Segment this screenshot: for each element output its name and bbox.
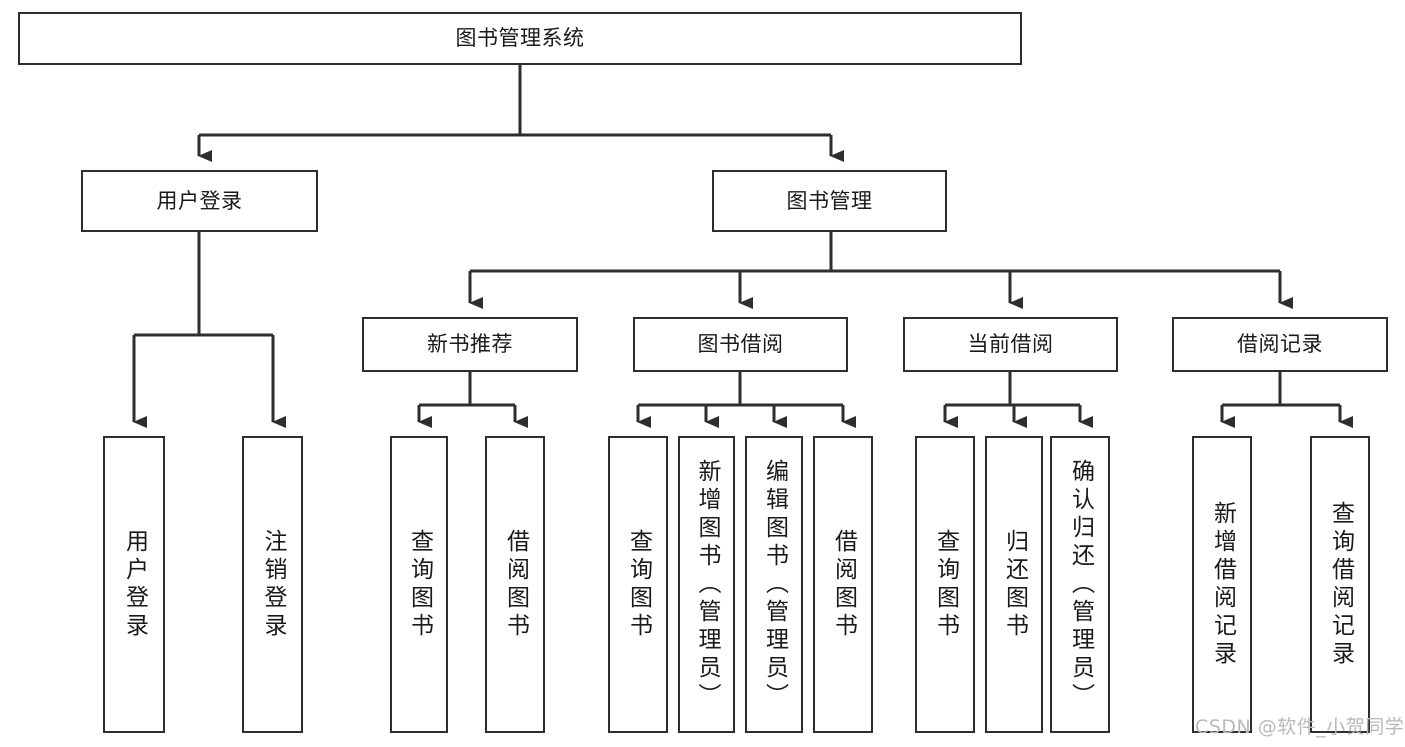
- node-leaf-return-book[interactable]: 归还图书: [985, 436, 1043, 733]
- node-label: 借阅图书: [502, 528, 529, 641]
- node-leaf-confirm-return[interactable]: 确认归还（管理员）: [1050, 436, 1110, 733]
- node-leaf-add-record[interactable]: 新增借阅记录: [1192, 436, 1252, 733]
- node-leaf-add-book[interactable]: 新增图书（管理员）: [678, 436, 735, 733]
- node-leaf-edit-book[interactable]: 编辑图书（管理员）: [745, 436, 803, 733]
- node-label: 用户登录: [156, 188, 243, 213]
- node-user-login[interactable]: 用户登录: [81, 170, 318, 232]
- node-label: 查询借阅记录: [1327, 500, 1354, 669]
- node-book-manage[interactable]: 图书管理: [712, 170, 947, 232]
- node-label: 查询图书: [932, 528, 959, 641]
- node-leaf-logout[interactable]: 注销登录: [242, 436, 303, 733]
- node-label: 借阅图书: [830, 528, 857, 641]
- node-label: 当前借阅: [967, 332, 1054, 357]
- node-root-system[interactable]: 图书管理系统: [18, 12, 1022, 65]
- node-label: 新增借阅记录: [1209, 500, 1236, 669]
- node-leaf-query-book-2[interactable]: 查询图书: [608, 436, 668, 733]
- node-borrow-record[interactable]: 借阅记录: [1172, 317, 1388, 372]
- node-current-borrow[interactable]: 当前借阅: [903, 317, 1118, 372]
- node-new-book-recommend[interactable]: 新书推荐: [362, 317, 578, 372]
- node-label: 注销登录: [260, 528, 286, 641]
- node-leaf-query-book-3[interactable]: 查询图书: [915, 436, 975, 733]
- node-book-borrow[interactable]: 图书借阅: [633, 317, 848, 372]
- node-label: 查询图书: [406, 528, 433, 641]
- node-label: 确认归还（管理员）: [1067, 458, 1094, 711]
- node-label: 新增图书（管理员）: [694, 458, 720, 711]
- node-leaf-borrow-book-2[interactable]: 借阅图书: [813, 436, 873, 733]
- node-label: 图书借阅: [697, 332, 784, 357]
- node-label: 图书管理: [786, 188, 873, 213]
- node-leaf-borrow-book-1[interactable]: 借阅图书: [485, 436, 545, 733]
- node-label: 编辑图书（管理员）: [761, 458, 788, 711]
- node-label: 借阅记录: [1237, 332, 1323, 357]
- node-label: 查询图书: [625, 528, 652, 641]
- node-leaf-query-record[interactable]: 查询借阅记录: [1310, 436, 1370, 733]
- node-label: 用户登录: [121, 528, 148, 641]
- node-leaf-query-book-1[interactable]: 查询图书: [390, 436, 448, 733]
- node-leaf-user-login[interactable]: 用户登录: [103, 436, 165, 733]
- node-label: 新书推荐: [427, 332, 513, 357]
- node-label: 归还图书: [1001, 528, 1028, 641]
- node-label: 图书管理系统: [455, 26, 585, 51]
